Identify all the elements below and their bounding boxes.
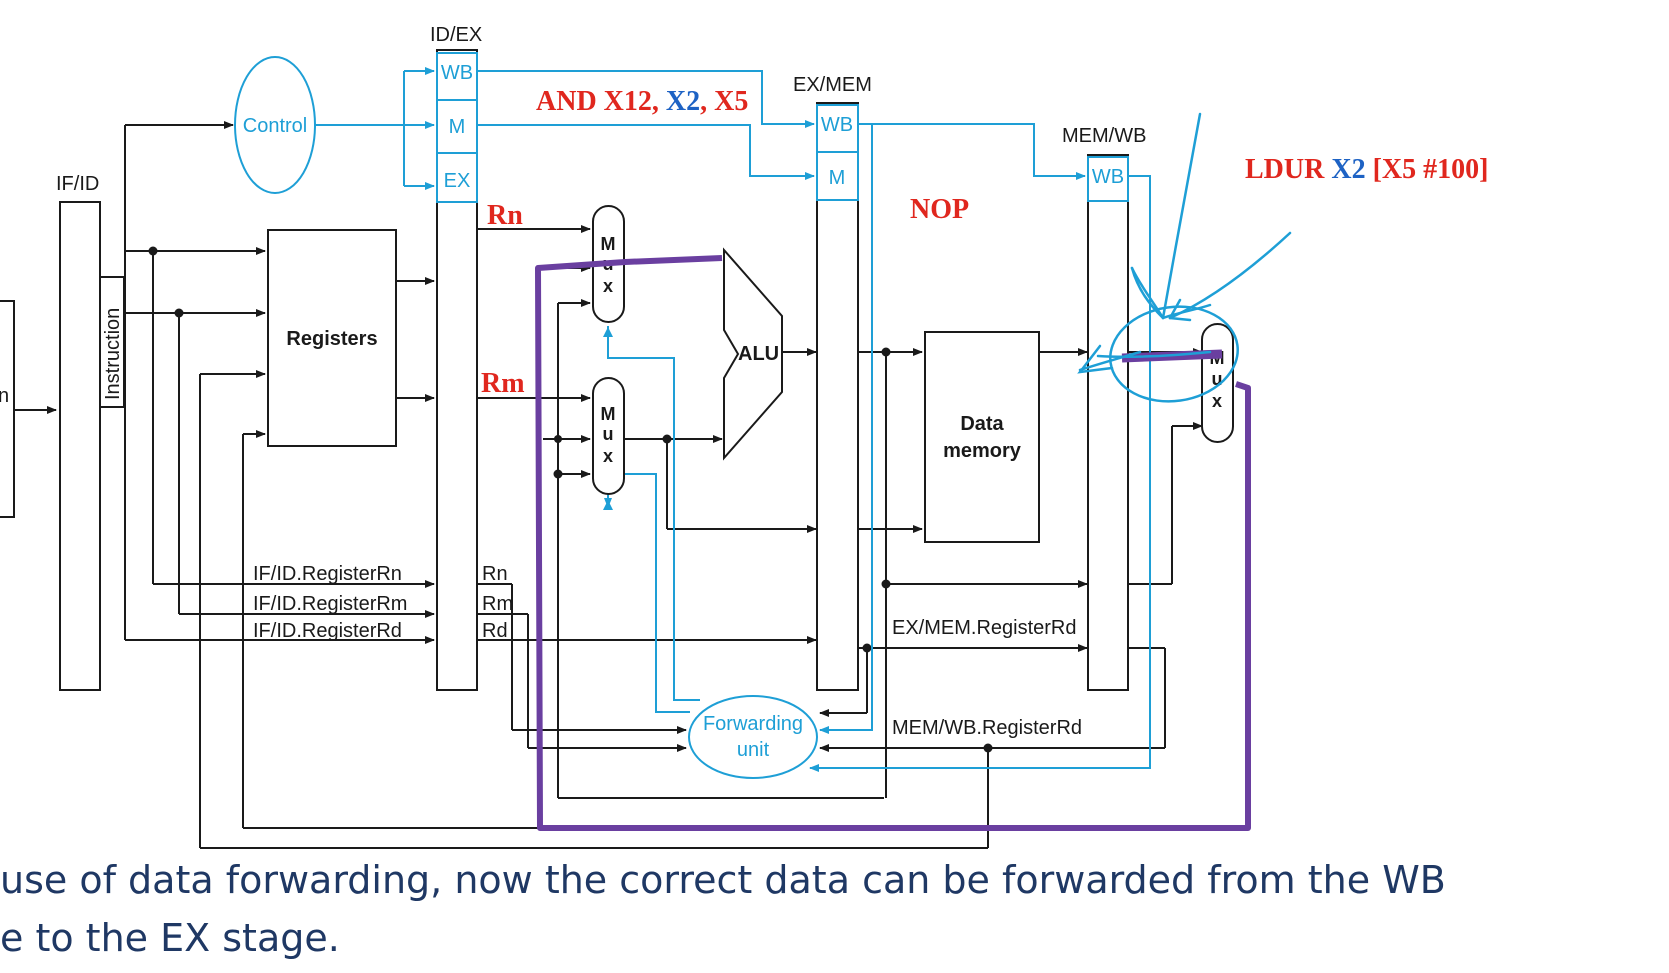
mux-a-letter-x: x	[603, 276, 613, 296]
if-id-registerrn-label: IF/ID.RegisterRn	[253, 563, 402, 585]
control-wires	[314, 67, 1151, 772]
alu-label: ALU	[738, 343, 779, 365]
mux-b-letter-u: u	[603, 424, 614, 444]
mem-wb-registerrd-label: MEM/WB.RegisterRd	[892, 717, 1082, 739]
register-file	[267, 229, 397, 447]
instruction-memory-stub	[0, 300, 15, 518]
ex-mem-registerrd-label: EX/MEM.RegisterRd	[892, 617, 1077, 639]
if-id-registerrm-label: IF/ID.RegisterRm	[253, 593, 407, 615]
wb-mux-letter-u: u	[1212, 369, 1223, 389]
forwarding-unit	[688, 695, 818, 779]
datapath-wires	[14, 121, 1203, 849]
id-ex-m-field: M	[449, 116, 466, 138]
rn-annotation: Rn	[487, 200, 523, 231]
if-id-label: IF/ID	[56, 173, 99, 195]
forwarding-unit-label-line1: Forwarding	[703, 713, 803, 735]
control-label: Control	[243, 115, 307, 137]
caption-line-2: e to the EX stage.	[0, 916, 340, 960]
mem-stage-instruction: NOP	[910, 194, 969, 225]
registers-label: Registers	[286, 328, 377, 350]
alu	[723, 247, 783, 461]
if-id-register	[59, 201, 101, 691]
rn-label: Rn	[482, 563, 508, 585]
ex-mem-label: EX/MEM	[793, 74, 872, 96]
ex-mem-wb-field: WB	[821, 114, 853, 136]
alu-input-b-mux	[592, 377, 625, 495]
mem-wb-register	[1087, 154, 1129, 691]
id-ex-control-fields	[436, 52, 478, 203]
wb-stage-instruction: LDUR X2 [X5 #100]	[1245, 154, 1488, 185]
rm-annotation: Rm	[481, 368, 525, 399]
mux-b-letter-x: x	[603, 446, 613, 466]
id-ex-label: ID/EX	[430, 24, 482, 46]
rd-label: Rd	[482, 620, 508, 642]
data-memory-label-line1: Data	[960, 413, 1004, 435]
data-memory-label-line2: memory	[943, 440, 1022, 462]
forwarding-unit-label-line2: unit	[737, 739, 770, 761]
ex-mem-m-field: M	[829, 167, 846, 189]
mux-a-letter-m: M	[601, 234, 616, 254]
id-ex-wb-field: WB	[441, 62, 473, 84]
wire-junctions	[148, 246, 993, 753]
rm-label: Rm	[482, 593, 513, 615]
id-ex-ex-field: EX	[444, 170, 471, 192]
instruction-label: Instruction	[102, 308, 124, 400]
control-unit	[234, 56, 316, 194]
wb-mux-letter-x: x	[1212, 391, 1222, 411]
if-id-registerrd-label: IF/ID.RegisterRd	[253, 620, 402, 642]
mux-b-letter-m: M	[601, 404, 616, 424]
handdrawn-highlight-circle	[1077, 112, 1292, 403]
mem-wb-wb-field: WB	[1092, 166, 1124, 188]
mem-wb-label: MEM/WB	[1062, 125, 1146, 147]
ex-stage-instruction: AND X12, X2, X5	[536, 86, 748, 117]
data-memory	[924, 331, 1040, 543]
instruction-memory-stub-label: n	[0, 385, 9, 407]
forwarding-path-highlight	[535, 255, 1251, 831]
instruction-field	[99, 276, 125, 408]
caption-line-1: use of data forwarding, now the correct …	[0, 858, 1446, 902]
mem-wb-control-field	[1087, 156, 1129, 202]
